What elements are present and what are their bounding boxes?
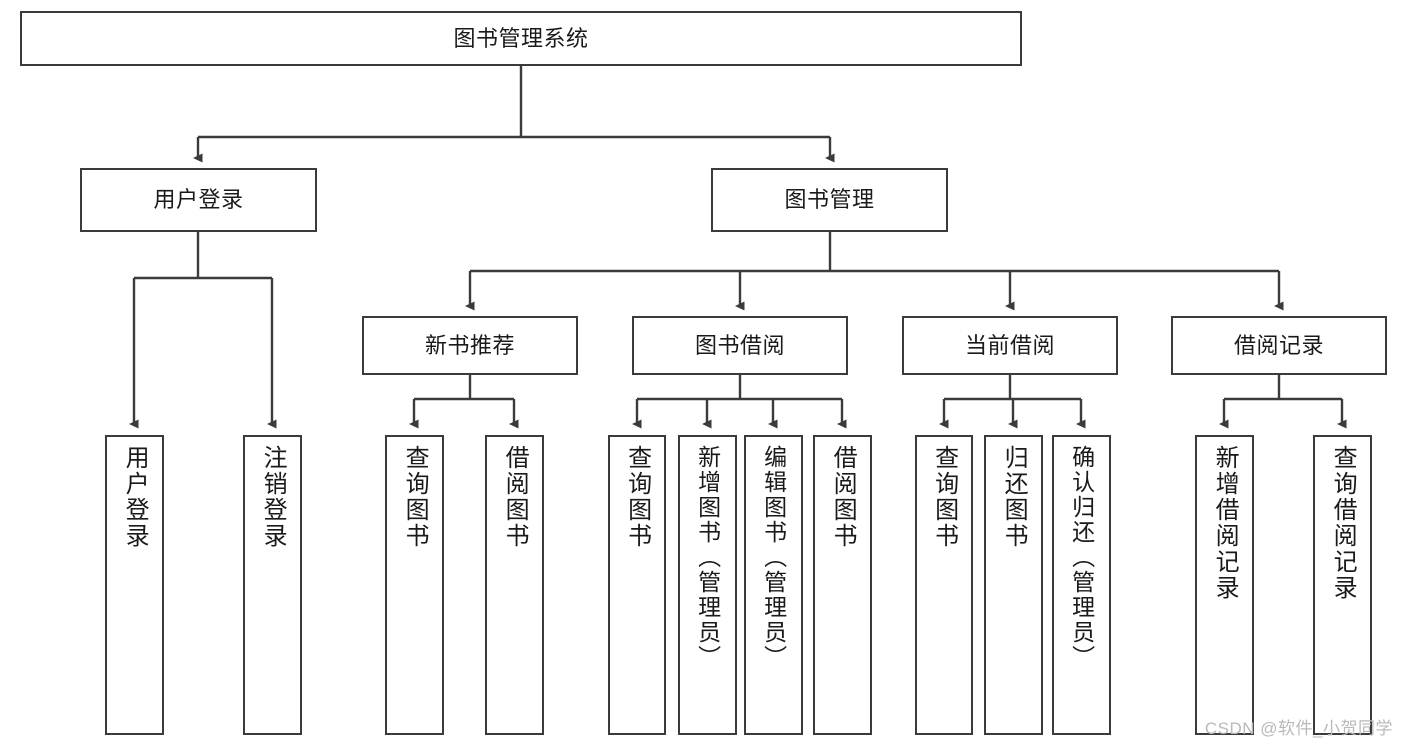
node-label: 借阅图书 [829,445,857,549]
leaf-book-borrow-query[interactable]: 查询图书 [608,435,666,735]
leaf-user-login-signin[interactable]: 用户登录 [105,435,164,735]
node-label: 新增借阅记录 [1211,445,1239,601]
node-label: 查询图书 [623,445,651,549]
node-label: 新增图书（管理员） [694,445,721,670]
leaf-current-borrow-query[interactable]: 查询图书 [915,435,973,735]
node-label: 查询借阅记录 [1329,445,1357,601]
node-label: 确认归还（管理员） [1068,445,1095,670]
node-book-management[interactable]: 图书管理 [711,168,948,232]
leaf-current-borrow-return[interactable]: 归还图书 [984,435,1043,735]
leaf-borrow-record-add[interactable]: 新增借阅记录 [1195,435,1254,735]
node-label: 查询图书 [930,445,958,549]
node-borrow-records[interactable]: 借阅记录 [1171,316,1387,375]
node-label: 当前借阅 [964,332,1055,358]
leaf-book-borrow-add[interactable]: 新增图书（管理员） [678,435,737,735]
node-label: 编辑图书（管理员） [760,445,787,670]
node-new-book-recommend[interactable]: 新书推荐 [362,316,578,375]
node-label: 查询图书 [401,445,429,549]
csdn-watermark: CSDN @软件_小贺同学 [1204,719,1393,738]
node-label: 用户登录 [121,445,149,549]
leaf-current-borrow-confirm-return[interactable]: 确认归还（管理员） [1052,435,1111,735]
node-label: 新书推荐 [424,332,515,358]
node-label: 归还图书 [1000,445,1028,549]
leaf-book-borrow-edit[interactable]: 编辑图书（管理员） [744,435,803,735]
node-label: 借阅图书 [501,445,529,549]
node-label: 图书借阅 [694,332,785,358]
leaf-new-book-borrow[interactable]: 借阅图书 [485,435,544,735]
node-label: 用户登录 [153,187,244,213]
leaf-book-borrow-borrow[interactable]: 借阅图书 [813,435,872,735]
node-label: 借阅记录 [1233,332,1324,358]
node-label: 图书管理系统 [453,25,589,51]
node-label: 注销登录 [259,445,287,549]
leaf-new-book-query[interactable]: 查询图书 [385,435,444,735]
node-user-login[interactable]: 用户登录 [80,168,317,232]
leaf-borrow-record-query[interactable]: 查询借阅记录 [1313,435,1372,735]
node-label: 图书管理 [784,187,875,213]
node-root-system[interactable]: 图书管理系统 [20,11,1022,66]
node-book-borrow[interactable]: 图书借阅 [632,316,848,375]
node-current-borrow[interactable]: 当前借阅 [902,316,1118,375]
leaf-user-login-signout[interactable]: 注销登录 [243,435,302,735]
